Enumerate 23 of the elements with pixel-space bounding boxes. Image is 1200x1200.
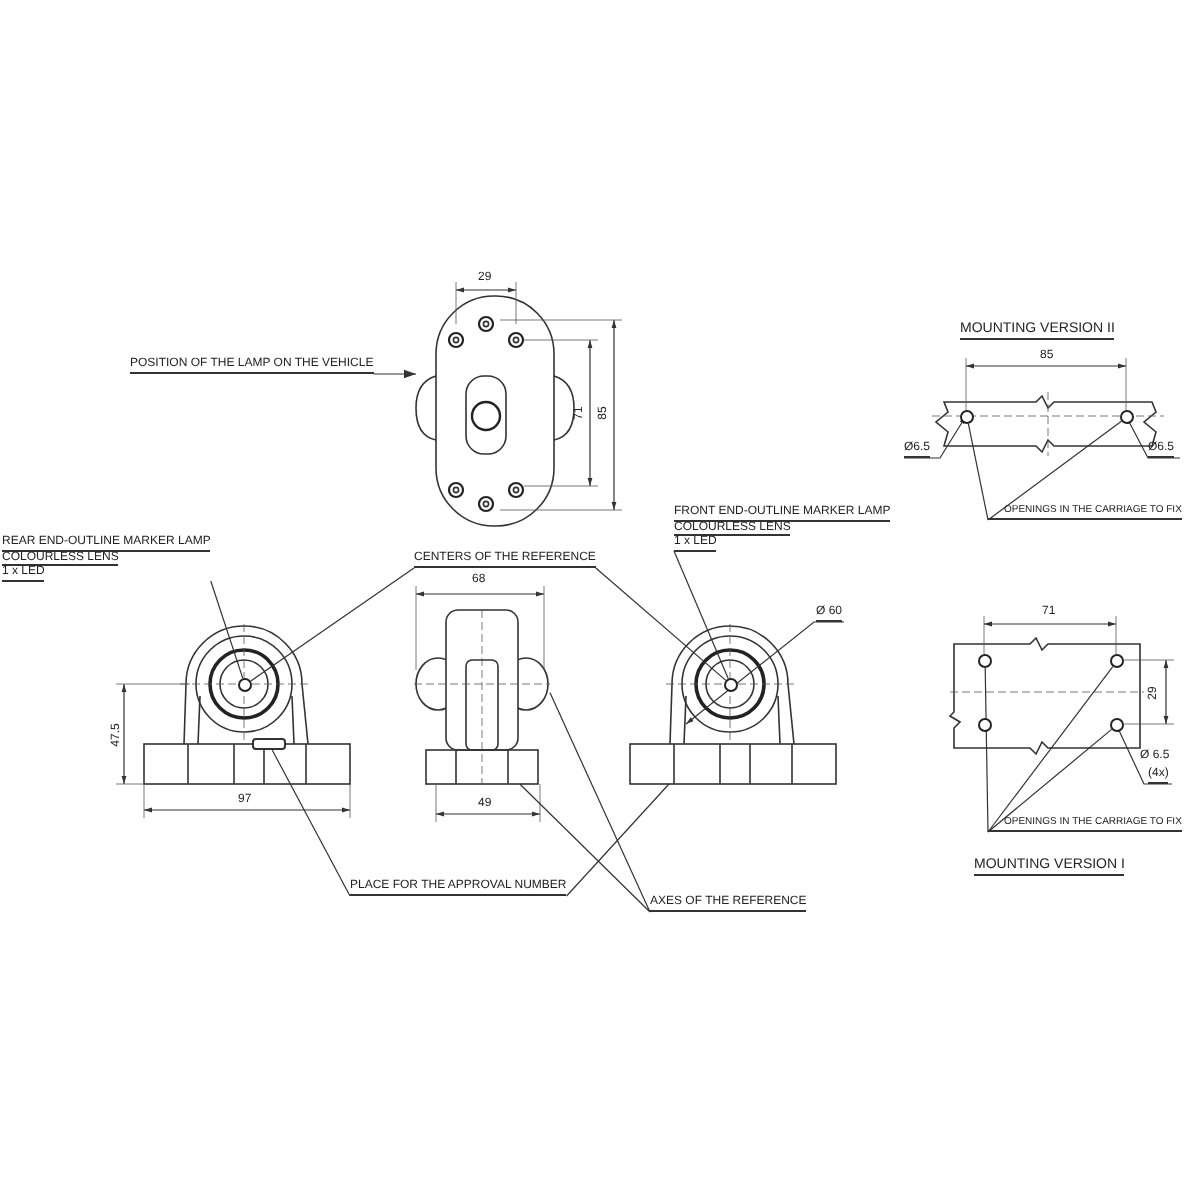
leader-line <box>210 580 244 679</box>
leader-line <box>984 667 989 833</box>
leader-line <box>250 567 415 682</box>
leader-line <box>673 550 729 680</box>
leader-line <box>987 420 1122 521</box>
mounting-hole <box>1120 410 1134 424</box>
lens-center-circle <box>238 678 252 692</box>
mounting-hole <box>1110 718 1124 732</box>
leader-line <box>549 692 651 913</box>
leader-line <box>271 749 351 897</box>
leader-line <box>519 783 651 913</box>
leader-line <box>566 783 670 897</box>
approval-plate <box>252 738 286 750</box>
lens-center-circle <box>724 678 738 692</box>
mounting-hole <box>1110 654 1124 668</box>
mounting-hole <box>978 718 992 732</box>
leader-line <box>987 666 1114 833</box>
arrow <box>372 369 417 379</box>
leader-line <box>595 567 727 681</box>
leader-line <box>987 728 1113 833</box>
mounting-hole <box>978 654 992 668</box>
leader-line <box>967 423 989 521</box>
mounting-hole <box>960 410 974 424</box>
